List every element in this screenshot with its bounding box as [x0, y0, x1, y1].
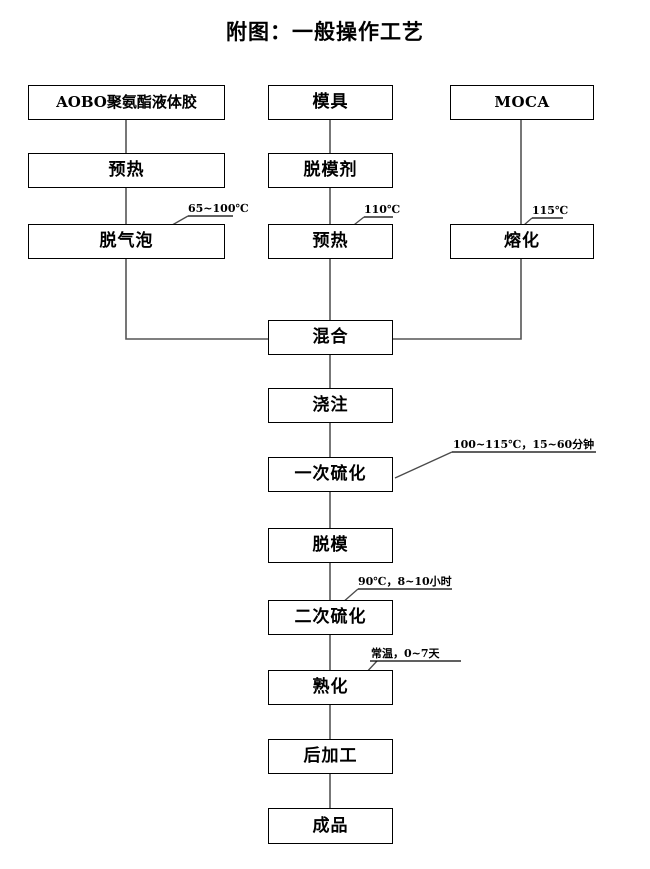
- annotation-melt-condition: 115℃: [532, 204, 569, 217]
- node-post-processing[interactable]: 后加工: [268, 739, 393, 774]
- node-casting[interactable]: 浇注: [268, 388, 393, 423]
- page-title: 附图：一般操作工艺: [226, 19, 424, 44]
- node-preheat-mold[interactable]: 预热: [268, 224, 393, 259]
- node-first-cure[interactable]: 一次硫化: [268, 457, 393, 492]
- edge-degas-to-mixing: [125, 259, 268, 340]
- leader-first-cure-condition: [394, 451, 453, 479]
- node-preheat-adhesive[interactable]: 预热: [28, 153, 225, 188]
- node-moca[interactable]: MOCA: [450, 85, 594, 120]
- node-release-agent[interactable]: 脱模剂: [268, 153, 393, 188]
- annotation-preheat-mold-condition: 110℃: [364, 203, 401, 216]
- annotation-first-cure-condition: 100~115℃，15~60分钟: [453, 438, 595, 451]
- node-maturation[interactable]: 熟化: [268, 670, 393, 705]
- annotation-maturation-condition: 常温，0~7天: [371, 647, 440, 660]
- node-finished-product[interactable]: 成品: [268, 808, 393, 844]
- node-demold[interactable]: 脱模: [268, 528, 393, 563]
- annotation-second-cure-condition: 90℃，8~10小时: [358, 575, 452, 588]
- node-degas[interactable]: 脱气泡: [28, 224, 225, 259]
- node-melt[interactable]: 熔化: [450, 224, 594, 259]
- annotation-degas-condition: 65~100℃: [188, 202, 249, 215]
- edge-melt-to-mixing: [393, 259, 522, 340]
- node-mold[interactable]: 模具: [268, 85, 393, 120]
- node-second-cure[interactable]: 二次硫化: [268, 600, 393, 635]
- node-mixing[interactable]: 混合: [268, 320, 393, 355]
- node-raw-adhesive[interactable]: AOBO聚氨酯液体胶: [28, 85, 225, 120]
